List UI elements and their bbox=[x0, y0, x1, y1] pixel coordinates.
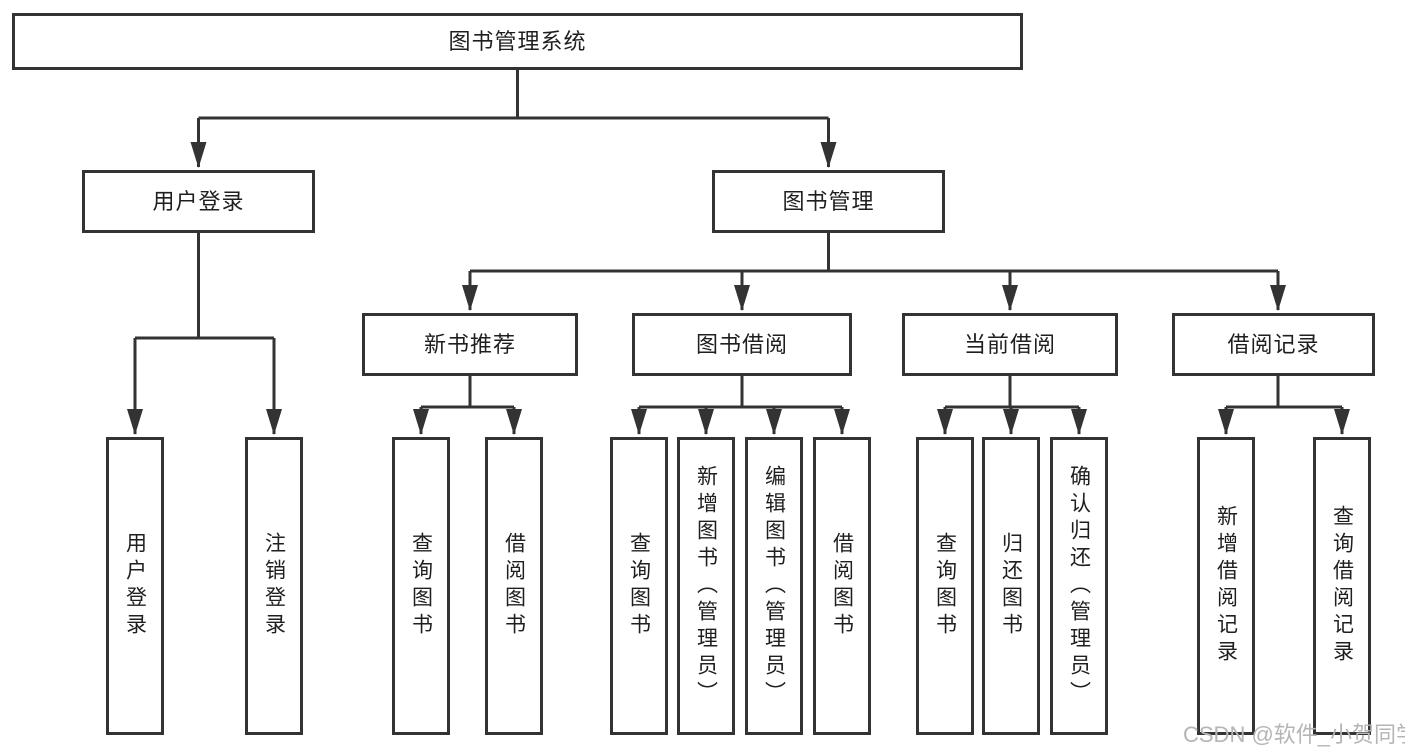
leaf-borrow-book-recommend-label: 借阅图书 bbox=[502, 532, 526, 640]
node-user-login: 用户登录 bbox=[82, 170, 315, 233]
leaf-return-book-label: 归还图书 bbox=[999, 532, 1023, 640]
leaf-borrow-book-label: 借阅图书 bbox=[830, 532, 854, 640]
leaf-add-borrow-record-label: 新增借阅记录 bbox=[1214, 505, 1238, 667]
leaf-add-book-label: 新增图书（管理员） bbox=[694, 464, 718, 708]
leaf-add-borrow-record: 新增借阅记录 bbox=[1197, 437, 1255, 735]
node-book-borrow: 图书借阅 bbox=[632, 313, 852, 376]
leaf-confirm-return-label: 确认归还（管理员） bbox=[1067, 464, 1091, 708]
node-new-book-recommend: 新书推荐 bbox=[362, 313, 578, 376]
connector-borrow-record-branch bbox=[1218, 376, 1350, 435]
node-borrow-record: 借阅记录 bbox=[1172, 313, 1375, 376]
connector-book-mgmt-to-level3 bbox=[462, 233, 1286, 311]
connector-user-login-branch bbox=[127, 233, 282, 435]
leaf-logout-login-label: 注销登录 bbox=[262, 532, 286, 640]
leaf-query-book-recommend: 查询图书 bbox=[392, 437, 450, 735]
node-current-borrow: 当前借阅 bbox=[902, 313, 1118, 376]
leaf-query-book-recommend-label: 查询图书 bbox=[409, 532, 433, 640]
leaf-query-book-borrow-label: 查询图书 bbox=[627, 532, 651, 640]
node-root: 图书管理系统 bbox=[12, 13, 1023, 70]
watermark: CSDN @软件_小贺同学 bbox=[1183, 722, 1405, 747]
leaf-query-book-borrow: 查询图书 bbox=[610, 437, 668, 735]
leaf-user-login-label: 用户登录 bbox=[123, 532, 147, 640]
leaf-query-borrow-record: 查询借阅记录 bbox=[1313, 437, 1371, 735]
leaf-query-book-current-label: 查询图书 bbox=[933, 532, 957, 640]
leaf-logout-login: 注销登录 bbox=[245, 437, 303, 735]
leaf-borrow-book: 借阅图书 bbox=[813, 437, 871, 735]
connector-root-to-level2 bbox=[190, 70, 837, 168]
leaf-query-borrow-record-label: 查询借阅记录 bbox=[1330, 505, 1354, 667]
leaf-add-book: 新增图书（管理员） bbox=[677, 437, 735, 735]
connector-new-book-rec-branch bbox=[413, 376, 522, 435]
connector-book-borrow-branch bbox=[631, 376, 850, 435]
leaf-borrow-book-recommend: 借阅图书 bbox=[485, 437, 543, 735]
connector-current-borrow-branch bbox=[937, 376, 1087, 435]
leaf-confirm-return: 确认归还（管理员） bbox=[1050, 437, 1108, 735]
leaf-user-login: 用户登录 bbox=[106, 437, 164, 735]
leaf-edit-book-label: 编辑图书（管理员） bbox=[762, 464, 786, 708]
leaf-edit-book: 编辑图书（管理员） bbox=[745, 437, 803, 735]
leaf-query-book-current: 查询图书 bbox=[916, 437, 974, 735]
node-book-management: 图书管理 bbox=[712, 170, 945, 233]
leaf-return-book: 归还图书 bbox=[982, 437, 1040, 735]
